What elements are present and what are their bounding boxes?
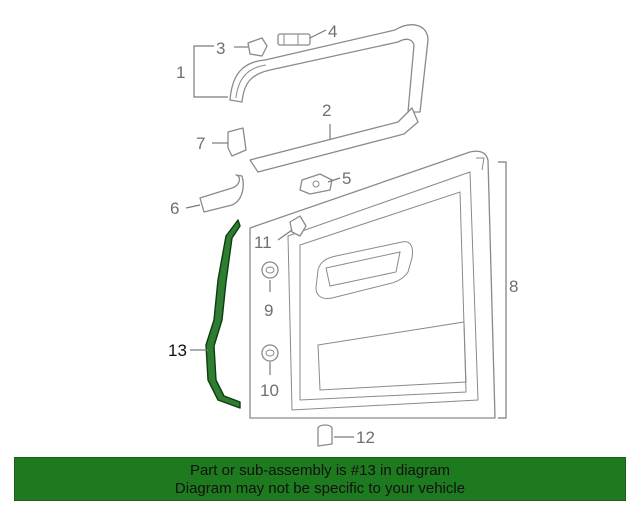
- part-5-bracket[interactable]: [299, 173, 333, 195]
- callout-3: 3: [216, 39, 225, 58]
- callout-12: 12: [356, 428, 375, 447]
- part-12-cap[interactable]: [317, 424, 333, 447]
- part-13-weatherstrip[interactable]: [205, 219, 241, 409]
- part-3-clip[interactable]: [247, 37, 268, 57]
- callout-1: 1: [176, 63, 185, 82]
- callout-7: 7: [196, 134, 205, 153]
- door-trim-exploded-diagram: 1 2 3 4 5 6 7 8 9 10 11 12 13: [168, 22, 518, 447]
- callout-10: 10: [260, 381, 279, 400]
- callout-5: 5: [342, 169, 351, 188]
- callout-4: 4: [328, 22, 337, 41]
- callout-2: 2: [322, 101, 331, 120]
- callout-13: 13: [168, 341, 187, 360]
- leader-lines: [185, 29, 507, 438]
- part-6-handle[interactable]: [199, 174, 244, 213]
- callout-11: 11: [254, 233, 272, 252]
- part-info-banner: Part or sub-assembly is #13 in diagram D…: [14, 457, 626, 501]
- part-7-bracket[interactable]: [227, 127, 247, 157]
- banner-line-1: Part or sub-assembly is #13 in diagram: [189, 462, 451, 479]
- part-9-push-clip[interactable]: [261, 261, 279, 279]
- callout-9: 9: [264, 301, 273, 320]
- part-2-trim-strip[interactable]: [249, 107, 419, 173]
- part-10-push-clip[interactable]: [261, 344, 279, 362]
- part-4-retainer[interactable]: [277, 33, 311, 46]
- part-8-door-panel[interactable]: [249, 150, 496, 419]
- banner-line-2: Diagram may not be specific to your vehi…: [174, 480, 466, 497]
- callout-8: 8: [509, 277, 518, 296]
- callout-6: 6: [170, 199, 179, 218]
